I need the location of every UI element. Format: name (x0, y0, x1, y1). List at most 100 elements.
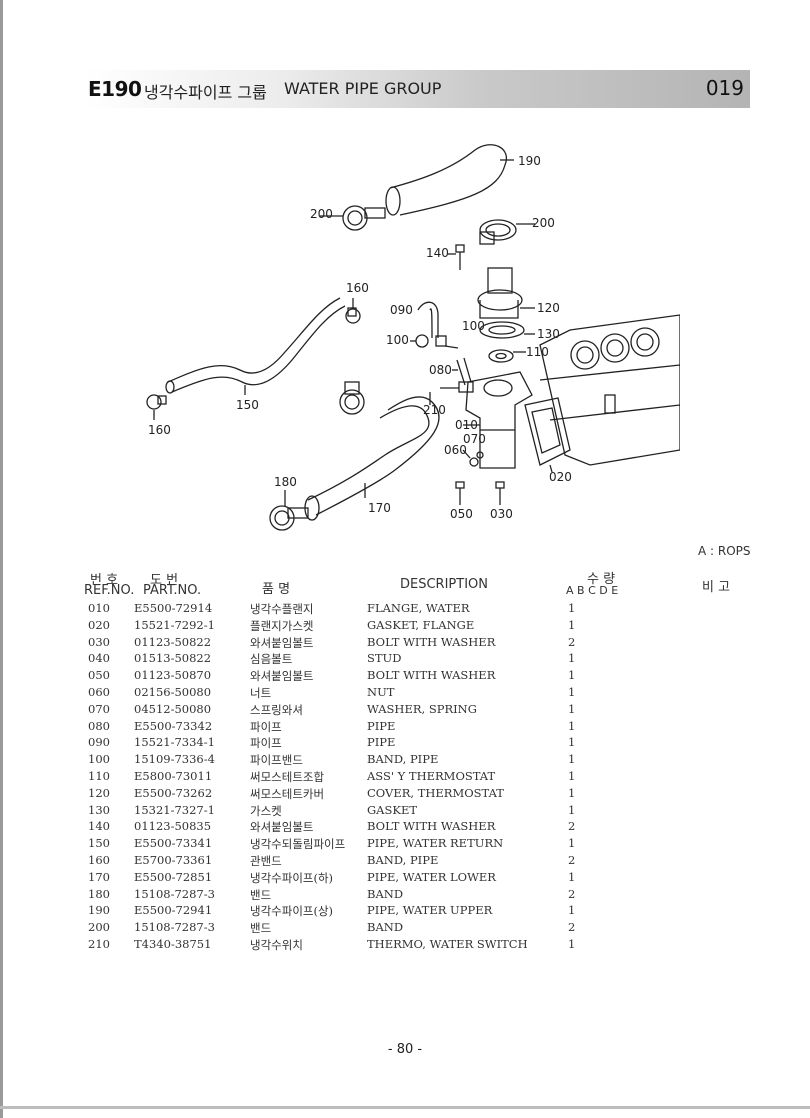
quantity: 1 (568, 684, 576, 699)
ref-no: 090 (88, 735, 110, 750)
ref-no: 180 (88, 886, 110, 901)
part-no: 01123-50870 (134, 668, 212, 683)
part-no: 01123-50835 (134, 819, 212, 834)
part-description: BAND (367, 886, 404, 901)
ref-no: 140 (88, 819, 110, 834)
bolt-140 (448, 244, 465, 270)
band-200-right (479, 219, 535, 245)
part-name-korean: 와셔붙임볼트 (250, 669, 314, 684)
quantity: 2 (568, 886, 576, 901)
ref-no: 130 (88, 802, 110, 817)
part-no: E5500-73342 (134, 718, 213, 733)
section-header: E190 냉각수파이프 그룹 WATER PIPE GROUP 019 (84, 70, 750, 108)
label-170: 170 (368, 501, 391, 515)
group-title-korean: 냉각수파이프 그룹 (144, 83, 267, 102)
band-180-lower (269, 490, 309, 531)
label-070: 070 (463, 432, 486, 446)
header-ref-korean: 번 호 (90, 573, 119, 588)
part-name-korean: 플랜지가스켓 (250, 618, 314, 633)
label-100-right: 100 (462, 319, 485, 333)
band-200-left (320, 205, 386, 231)
ref-no: 070 (88, 701, 110, 716)
quantity: 1 (568, 869, 576, 884)
ref-no: 160 (88, 852, 110, 867)
label-200-left: 200 (310, 207, 333, 221)
part-name-korean: 써모스테트조합 (250, 769, 325, 784)
label-100-left: 100 (386, 333, 409, 347)
part-no: 15108-7287-3 (134, 920, 215, 935)
label-190: 190 (518, 154, 541, 168)
quantity: 2 (568, 852, 576, 867)
part-description: WASHER, SPRING (367, 701, 477, 716)
ref-no: 080 (88, 718, 110, 733)
ref-no: 110 (88, 768, 110, 783)
exploded-parts-diagram: 190 200 200 140 160 090 100 100 120 130 … (146, 144, 680, 531)
ref-no: 050 (88, 668, 110, 683)
bolts-050-030 (455, 481, 505, 505)
ref-no: 100 (88, 752, 110, 767)
part-description: GASKET (367, 802, 418, 817)
ref-no: 020 (88, 617, 110, 632)
quantity: 1 (568, 802, 576, 817)
label-160-bottom: 160 (148, 423, 171, 437)
quantity: 1 (568, 701, 576, 716)
ref-no: 200 (88, 920, 110, 935)
part-no: E5500-72851 (134, 869, 213, 884)
thermostat-110 (488, 349, 526, 363)
page-number: - 80 - (387, 1042, 423, 1057)
label-160-top: 160 (346, 281, 369, 295)
part-description: THERMO, WATER SWITCH (367, 936, 528, 951)
part-description: PIPE, WATER RETURN (367, 836, 504, 851)
part-name-korean: 냉각수위치 (250, 937, 303, 952)
ref-no: 040 (88, 651, 110, 666)
part-no: 02156-50080 (134, 684, 212, 699)
header-description: DESCRIPTION (400, 577, 488, 592)
part-name-korean: 파이프 (250, 719, 282, 734)
part-name-korean: 와셔붙임볼트 (250, 635, 314, 650)
water-return-pipe (165, 297, 346, 395)
header-quantity-korean: 수 량 (587, 572, 616, 587)
quantity: 2 (568, 634, 576, 649)
part-description: PIPE, WATER LOWER (367, 869, 496, 884)
quantity: 1 (568, 836, 576, 851)
part-no: 15321-7327-1 (134, 802, 215, 817)
label-060: 060 (444, 443, 467, 457)
part-no: E5500-72914 (134, 601, 213, 615)
ref-no: 030 (88, 634, 110, 649)
part-name-korean: 파이프밴드 (250, 753, 303, 768)
quantity: 1 (568, 785, 576, 800)
label-090: 090 (390, 303, 413, 317)
band-160 (146, 298, 361, 420)
pipe-080 (452, 357, 472, 386)
part-no: 01123-50822 (134, 634, 212, 649)
label-130: 130 (537, 327, 560, 341)
thermostat-cover (477, 267, 535, 319)
label-010: 010 (455, 418, 478, 432)
label-210: 210 (423, 403, 446, 417)
part-name-korean: 관밴드 (250, 853, 282, 868)
quantity: 1 (568, 668, 576, 683)
label-200-right: 200 (532, 216, 555, 230)
gasket-130 (479, 321, 535, 339)
ref-no: 190 (88, 903, 110, 918)
header-part-english: PART.NO. (143, 583, 202, 598)
group-code: E190 (88, 77, 142, 101)
part-description: COVER, THERMOSTAT (367, 785, 504, 800)
part-no: 15109-7336-4 (134, 752, 215, 767)
pipe-090 (410, 301, 459, 349)
quantity: 1 (568, 617, 576, 632)
ref-no: 120 (88, 785, 110, 800)
part-description: BOLT WITH WASHER (367, 668, 496, 683)
quantity: 1 (568, 601, 576, 615)
part-no: E5700-73361 (134, 852, 213, 867)
part-name-korean: 냉각수파이프(하) (250, 870, 334, 885)
part-name-korean: 스프링와셔 (250, 702, 303, 717)
part-name-korean: 써모스테트카버 (250, 786, 325, 801)
quantity: 2 (568, 819, 576, 834)
quantity: 1 (568, 752, 576, 767)
part-no: E5500-73341 (134, 836, 213, 851)
header-remarks: 비 고 (702, 580, 731, 595)
part-name-korean: 밴드 (250, 887, 272, 902)
quantity: 1 (568, 936, 576, 951)
part-description: BOLT WITH WASHER (367, 819, 496, 834)
